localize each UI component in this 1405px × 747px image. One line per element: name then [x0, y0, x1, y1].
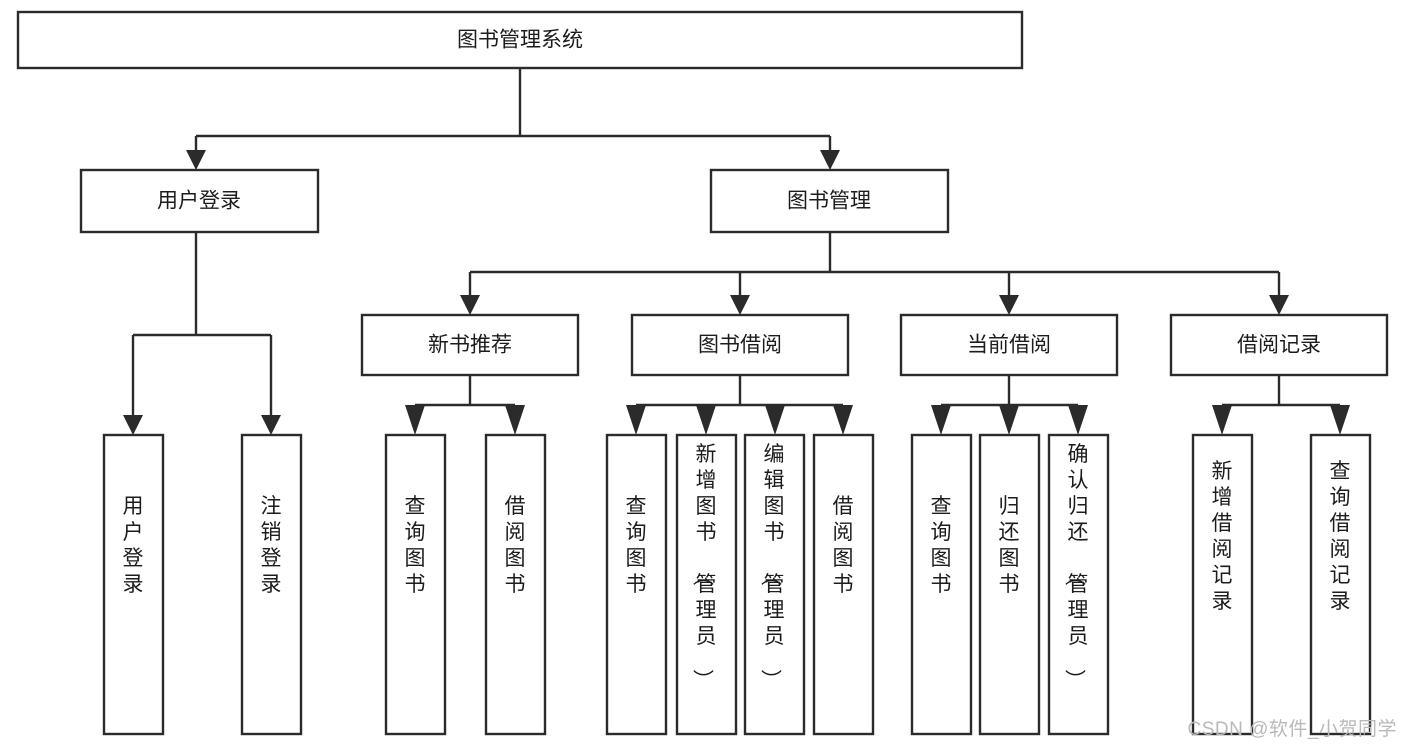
arrowhead-leaf-edit-book — [765, 405, 785, 435]
node-current-borrow-label: 当前借阅 — [967, 334, 1051, 357]
node-leaf-confirm-return-box[interactable] — [1047, 433, 1110, 736]
node-leaf-borrow-book-2-box[interactable] — [812, 433, 875, 736]
node-leaf-edit-book-box[interactable] — [743, 433, 806, 736]
node-leaf-return-book-label: 归还图书 — [999, 495, 1020, 596]
node-leaf-borrow-book-1-label: 借阅图书 — [505, 495, 526, 596]
node-leaf-add-record-label: 新增借阅记录 — [1212, 460, 1233, 613]
arrowhead-leaf-borrow-book-2 — [833, 405, 853, 435]
node-leaf-edit-book[interactable]: 编辑图书（管理员） — [743, 433, 806, 736]
node-leaf-user-login-label: 用户登录 — [123, 495, 144, 596]
arrowhead-leaf-query-book-3 — [931, 405, 951, 435]
arrowhead-leaf-user-login — [123, 415, 143, 435]
node-borrow-record-label: 借阅记录 — [1237, 334, 1321, 357]
arrowhead-new-book-rec — [460, 295, 480, 315]
node-leaf-add-book-box[interactable] — [675, 433, 738, 736]
connector-layer — [123, 68, 1350, 435]
node-leaf-query-book-3[interactable]: 查询图书 — [910, 433, 973, 736]
node-leaf-add-book[interactable]: 新增图书（管理员） — [675, 433, 738, 736]
node-user-login-box[interactable] — [79, 168, 320, 234]
node-leaf-query-book-3-label: 查询图书 — [931, 495, 952, 596]
node-book-manage[interactable]: 图书管理 — [709, 168, 950, 234]
arrowhead-leaf-add-book — [696, 405, 716, 435]
arrowhead-leaf-add-record — [1212, 405, 1232, 435]
node-book-borrow-label: 图书借阅 — [698, 334, 782, 357]
node-user-login[interactable]: 用户登录 — [79, 168, 320, 234]
node-leaf-confirm-return[interactable]: 确认归还（管理员） — [1047, 433, 1110, 736]
arrowhead-leaf-logout — [261, 415, 281, 435]
node-leaf-add-book-label: 新增图书（管理员） — [691, 443, 717, 690]
node-leaf-borrow-book-1[interactable]: 借阅图书 — [484, 433, 547, 736]
node-leaf-query-book-3-box[interactable] — [910, 433, 973, 736]
node-leaf-query-book-2-box[interactable] — [605, 433, 668, 736]
arrowhead-leaf-query-book-2 — [626, 405, 646, 435]
node-leaf-borrow-book-2[interactable]: 借阅图书 — [812, 433, 875, 736]
node-leaf-logout-label: 注销登录 — [261, 495, 282, 596]
arrowhead-current-borrow — [999, 295, 1019, 315]
node-leaf-query-book-1[interactable]: 查询图书 — [384, 433, 447, 736]
watermark-text: CSDN @软件_小贺同学 — [1187, 719, 1397, 740]
node-leaf-return-book-box[interactable] — [978, 433, 1041, 736]
node-new-book-rec-label: 新书推荐 — [428, 334, 512, 357]
arrowhead-leaf-confirm-return — [1068, 405, 1088, 435]
node-book-borrow[interactable]: 图书借阅 — [630, 313, 850, 377]
node-root[interactable]: 图书管理系统 — [16, 10, 1024, 70]
arrowhead-leaf-query-record — [1330, 405, 1350, 435]
node-leaf-borrow-book-1-box[interactable] — [484, 433, 547, 736]
node-book-manage-box[interactable] — [709, 168, 950, 234]
node-borrow-record[interactable]: 借阅记录 — [1169, 313, 1389, 377]
node-leaf-return-book[interactable]: 归还图书 — [978, 433, 1041, 736]
node-leaf-user-login[interactable]: 用户登录 — [102, 433, 165, 736]
node-new-book-rec[interactable]: 新书推荐 — [360, 313, 580, 377]
node-current-borrow[interactable]: 当前借阅 — [899, 313, 1119, 377]
node-leaf-add-record[interactable]: 新增借阅记录 — [1191, 433, 1254, 736]
arrowhead-user-login — [186, 150, 206, 170]
node-leaf-add-record-box[interactable] — [1191, 433, 1254, 736]
node-leaf-borrow-book-2-label: 借阅图书 — [833, 495, 854, 596]
arrowhead-leaf-return-book — [999, 405, 1019, 435]
node-user-login-label: 用户登录 — [157, 190, 241, 213]
node-leaf-query-record[interactable]: 查询借阅记录 — [1309, 433, 1372, 736]
node-leaf-query-book-1-box[interactable] — [384, 433, 447, 736]
node-root-label: 图书管理系统 — [457, 29, 583, 52]
node-book-manage-label: 图书管理 — [787, 190, 871, 213]
node-leaf-query-record-label: 查询借阅记录 — [1330, 460, 1351, 613]
node-leaf-confirm-return-label: 确认归还（管理员） — [1063, 443, 1089, 690]
node-leaf-query-record-box[interactable] — [1309, 433, 1372, 736]
node-root-box[interactable] — [16, 10, 1024, 70]
node-leaf-query-book-1-label: 查询图书 — [405, 495, 426, 596]
arrowhead-book-manage — [820, 150, 840, 170]
arrowhead-book-borrow — [730, 295, 750, 315]
node-leaf-edit-book-label: 编辑图书（管理员） — [759, 443, 785, 690]
node-current-borrow-box[interactable] — [899, 313, 1119, 377]
node-leaf-user-login-box[interactable] — [102, 433, 165, 736]
arrowhead-borrow-record — [1269, 295, 1289, 315]
node-leaf-query-book-2[interactable]: 查询图书 — [605, 433, 668, 736]
node-book-borrow-box[interactable] — [630, 313, 850, 377]
node-borrow-record-box[interactable] — [1169, 313, 1389, 377]
node-leaf-query-book-2-label: 查询图书 — [626, 495, 647, 596]
arrowhead-leaf-query-book-1 — [405, 405, 425, 435]
arrowhead-leaf-borrow-book-1 — [505, 405, 525, 435]
node-new-book-rec-box[interactable] — [360, 313, 580, 377]
node-leaf-logout[interactable]: 注销登录 — [240, 433, 303, 736]
node-leaf-logout-box[interactable] — [240, 433, 303, 736]
